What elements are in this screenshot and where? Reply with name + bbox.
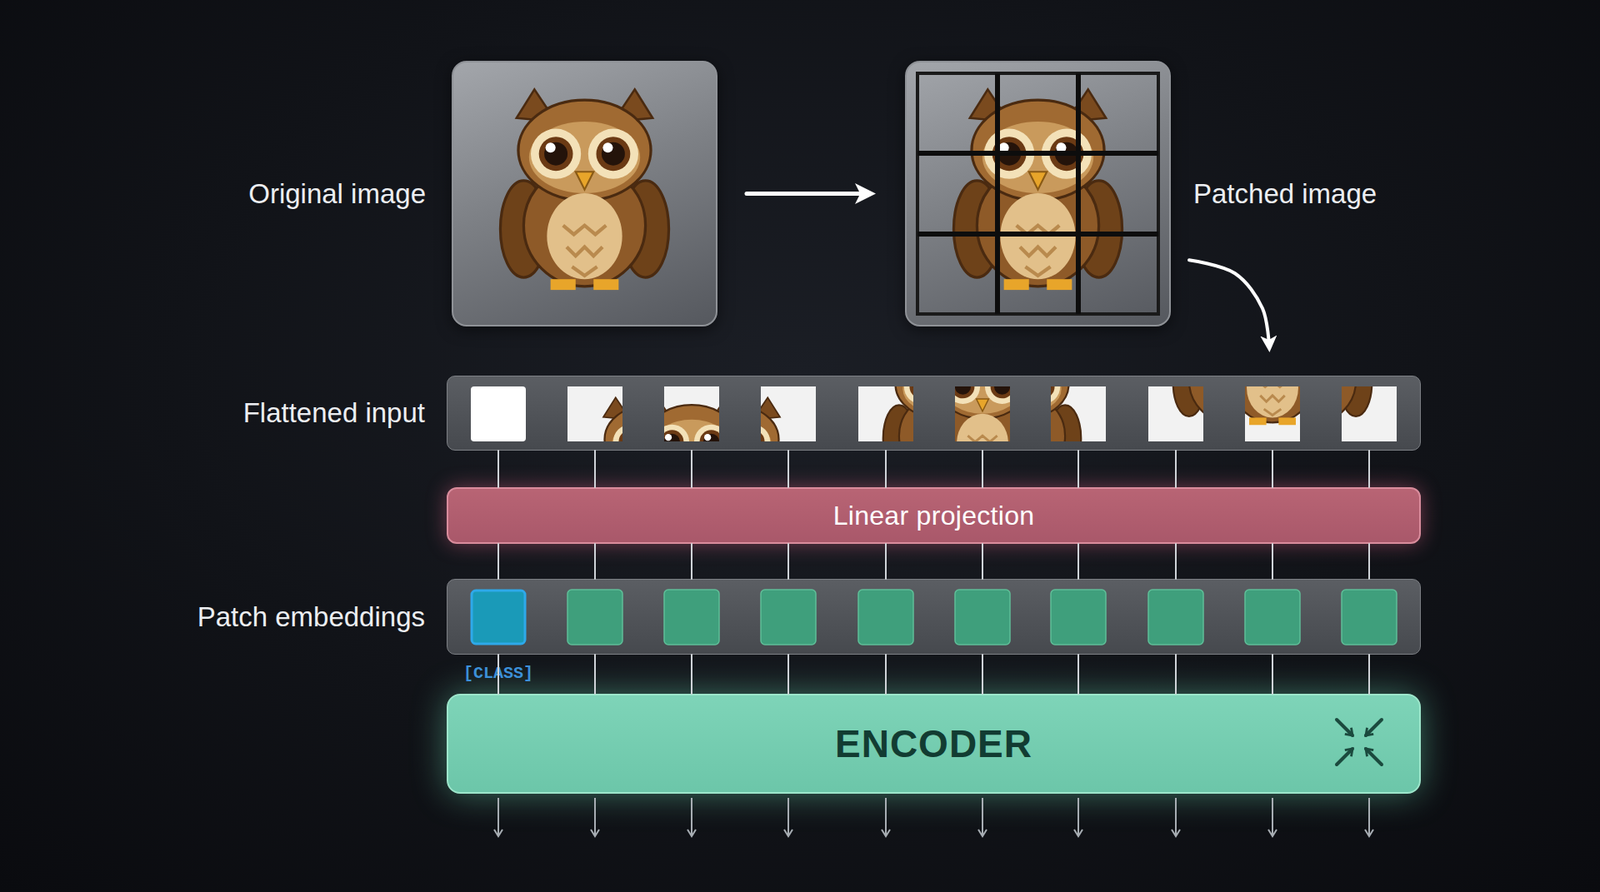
icon-arrow [1336,749,1353,765]
output-arrow [497,798,500,837]
rect-shape [1174,248,1420,495]
rect-shape [884,303,1130,550]
output-arrow [1077,798,1080,837]
patch-tile [925,303,1171,550]
patch-embedding [1148,590,1204,645]
projection-band: Linear projection [446,487,1421,545]
owl-illustration [953,89,1122,290]
output-arrow [787,798,790,837]
output-arrow [594,798,596,837]
rect-shape [842,303,1089,550]
output-arrow [1175,798,1177,837]
icon-arrow [1365,720,1382,736]
patch-embedding [1341,590,1397,645]
patch-grid [917,73,1159,315]
token-label: [CLASS] [463,664,534,684]
image-box: Patched image [905,60,1171,327]
patch-tile [551,358,798,605]
patch-tile [842,303,1089,550]
patch-tiles [470,248,1462,605]
use-shape [592,397,708,535]
use-shape [675,397,791,535]
embedding-squares [471,590,1397,645]
patch-tile [1174,248,1420,495]
side-heading: Original image [248,178,426,210]
output-arrows [498,798,1370,837]
icon-arrow [1365,749,1382,765]
output-arrow [1271,798,1274,837]
side-heading: Flattened input [243,397,425,430]
token-bar: Patch embeddings [446,579,1421,655]
band-label: Linear projection [833,500,1035,532]
rect-shape [925,303,1171,550]
use-shape [1256,287,1372,425]
use-shape [883,342,999,480]
use-shape [1173,287,1289,425]
output-arrow [690,798,693,837]
patch-tile [593,358,840,605]
flow-arrow [746,191,868,196]
flow-arrow [1189,260,1270,346]
patch-embedding [1245,590,1300,645]
class-tile [470,386,526,442]
band-label: ENCODER [835,721,1033,767]
output-arrow [885,798,887,837]
connector-lines [498,655,1370,695]
rect-shape [593,358,840,605]
rect-shape [1215,248,1462,495]
icon-arrow [1336,720,1353,736]
token-bar: Flattened input [446,375,1421,451]
grid-line [995,73,1000,315]
patch-tile [635,358,881,605]
grid-line [1075,73,1081,315]
rect-shape [1132,248,1379,495]
side-heading: Patched image [1193,178,1377,210]
patch-embedding [664,590,720,645]
grid-line [917,150,1159,156]
patch-embedding [760,590,816,645]
rect-shape [635,358,881,605]
owl-illustration [500,89,669,290]
patch-embedding [858,590,914,645]
compress-icon [1336,720,1382,765]
rect-shape [551,358,798,605]
use-shape [965,342,1081,480]
patch-embedding [955,590,1010,645]
connector-lines [498,544,1370,580]
output-arrow [1368,798,1370,837]
grid-line [917,231,1159,237]
class-embedding [471,590,525,645]
use-shape [634,397,750,535]
encoder-band: ENCODER [446,694,1421,795]
patch-tile [884,303,1130,550]
connector-layer [498,194,1370,695]
output-arrow [981,798,984,837]
use-shape [1215,287,1330,425]
use-shape [925,342,1040,480]
connector-lines [498,450,1370,488]
patch-tile [1132,248,1379,495]
side-heading: Patch embeddings [197,601,425,634]
patch-tile [1215,248,1462,495]
patch-embedding [567,590,623,645]
patch-embedding [1050,590,1106,645]
image-box: Original image [451,60,718,327]
patch-frame [917,73,1159,315]
